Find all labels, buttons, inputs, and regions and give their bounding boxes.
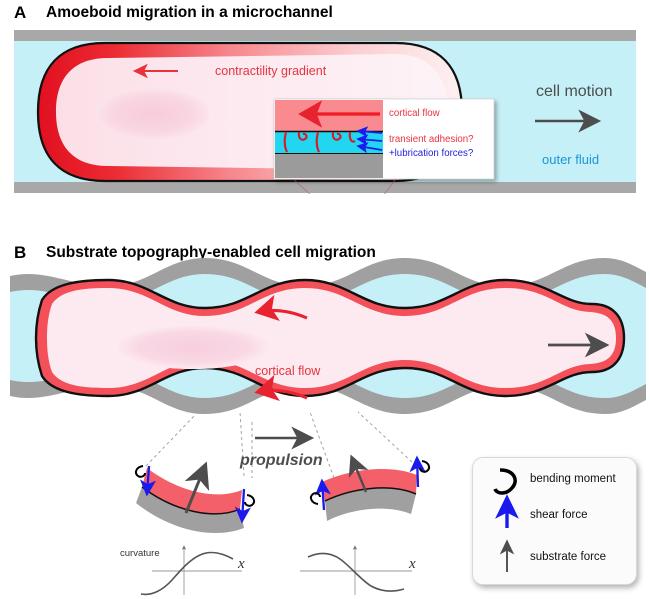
adhesion-hook-3 xyxy=(315,131,320,153)
propulsion-label: propulsion xyxy=(240,452,323,469)
plot-right-curve xyxy=(307,552,405,592)
segment-left-bending-moment-2 xyxy=(244,494,256,507)
segment-right-bending-moment-2 xyxy=(419,460,431,473)
panel-b-diagram xyxy=(10,258,646,450)
plot-right-x-label: x xyxy=(409,556,416,572)
segment-diagram-right xyxy=(309,454,431,521)
cell-motion-label: cell motion xyxy=(536,83,613,100)
segment-left-substrate xyxy=(136,487,244,534)
contractility-gradient-label: contractility gradient xyxy=(215,64,327,78)
curvature-plot-right xyxy=(300,545,412,595)
lubrication-arrow-3 xyxy=(356,142,383,154)
panel-a-title: Amoeboid migration in a microchannel xyxy=(46,4,333,21)
segment-right-shear-1 xyxy=(314,478,331,511)
inset-lubrication-forces-label: +lubrication forces? xyxy=(389,148,474,159)
inset-cortical-flow-label: cortical flow xyxy=(389,108,440,119)
segment-right-substrate-force xyxy=(348,454,369,493)
segment-diagram-left xyxy=(134,461,256,534)
outer-fluid-label: outer fluid xyxy=(542,152,600,167)
panel-b-title: Substrate topography-enabled cell migrat… xyxy=(46,244,376,261)
panel-a-inset xyxy=(273,98,495,180)
panel-a-letter: A xyxy=(14,3,27,22)
cell-nucleus-b xyxy=(115,325,271,369)
inset-substrate-band xyxy=(275,154,383,178)
legend-label-substrate-force: substrate force xyxy=(530,551,607,563)
zoom-leader-lines xyxy=(145,411,413,479)
curvature-axis-label: curvature xyxy=(120,548,160,559)
segment-left-bending-moment-1 xyxy=(134,465,146,478)
panel-b-letter: B xyxy=(14,243,27,262)
plot-left-curve xyxy=(140,551,234,596)
adhesion-hook-2 xyxy=(297,131,308,141)
cortical-flow-arrow-top xyxy=(254,294,308,321)
segment-right-bending-moment-1 xyxy=(309,492,321,505)
plot-left-x-label: x xyxy=(238,556,245,572)
adhesion-hook-1 xyxy=(283,131,288,153)
cell-nucleus-a xyxy=(95,88,209,140)
lubrication-arrow-2 xyxy=(356,134,383,146)
bending-moment-hook-icon xyxy=(493,468,517,495)
segment-left-substrate-force xyxy=(184,461,210,514)
lubrication-arrow-1 xyxy=(356,126,383,138)
inset-leader-lines xyxy=(291,175,399,194)
adhesion-hook-5 xyxy=(348,131,356,143)
channel-wall-top xyxy=(14,30,636,41)
cell-cytoplasm-b xyxy=(47,288,616,388)
curvature-plot-left xyxy=(140,545,242,596)
inset-transient-adhesion-label: transient adhesion? xyxy=(389,134,474,145)
segment-left-shear-2 xyxy=(234,488,251,524)
channel-wall-bottom xyxy=(14,182,636,193)
segment-right-substrate xyxy=(325,487,416,521)
legend-label-bending-moment: bending moment xyxy=(530,473,616,485)
legend-label-shear-force: shear force xyxy=(530,509,588,521)
segment-right-membrane xyxy=(324,487,417,502)
segment-right-shear-2 xyxy=(409,455,426,488)
cortical-flow-arrow-bottom xyxy=(254,374,308,401)
segment-left-shear-1 xyxy=(139,465,157,497)
cortical-flow-label-b: cortical flow xyxy=(255,364,321,378)
inset-fluid-band xyxy=(275,132,383,154)
legend-box xyxy=(472,457,637,585)
adhesion-hook-4 xyxy=(331,131,342,141)
